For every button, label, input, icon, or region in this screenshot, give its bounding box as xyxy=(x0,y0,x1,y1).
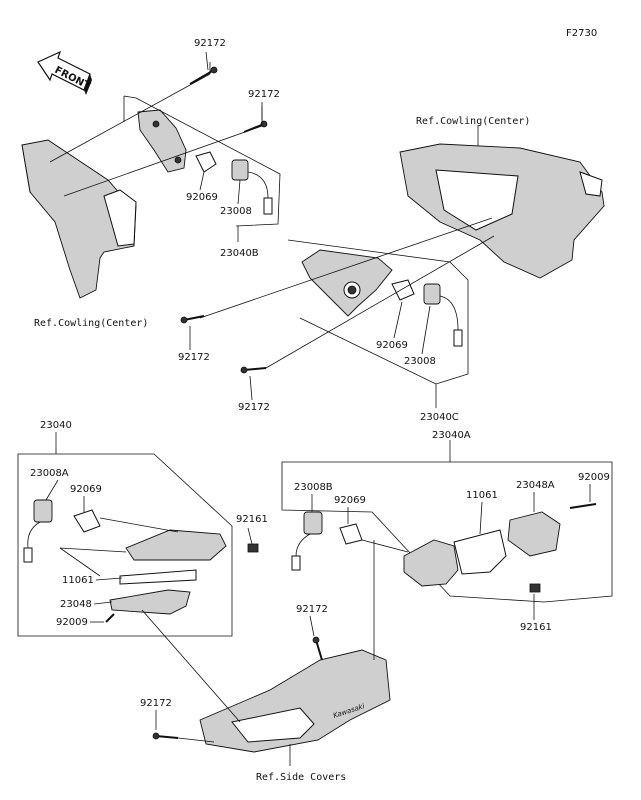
screw-icon xyxy=(569,503,597,509)
part-label: 92172 xyxy=(248,89,280,100)
lens-housing-left xyxy=(109,529,227,615)
part-label: 23040B xyxy=(220,248,259,259)
part-label: 92172 xyxy=(140,698,172,709)
part-label: 23008B xyxy=(294,482,333,493)
cowling-right xyxy=(399,126,605,279)
side-cover: Kawasaki xyxy=(199,649,391,753)
bulb-icon xyxy=(195,151,217,173)
bulb-icon xyxy=(391,279,415,301)
part-label: 23008A xyxy=(30,468,69,479)
front-arrow-icon: FRONT xyxy=(37,50,92,95)
ref-side-covers: Ref.Side Covers xyxy=(256,772,346,783)
part-label: 92069 xyxy=(376,340,408,351)
nut-icon xyxy=(247,543,259,553)
part-label: 92069 xyxy=(70,484,102,495)
socket-icon xyxy=(23,499,53,563)
bulb-icon xyxy=(339,523,363,545)
part-label: 23008 xyxy=(404,356,436,367)
screw-icon xyxy=(152,732,179,740)
part-label: 92172 xyxy=(296,604,328,615)
figure-code: F2730 xyxy=(566,28,597,39)
screw-icon xyxy=(312,636,323,661)
part-label: 92172 xyxy=(238,402,270,413)
part-label: 23048 xyxy=(60,599,92,610)
part-label: 92161 xyxy=(520,622,552,633)
cowling-left xyxy=(21,139,137,299)
part-label: 11061 xyxy=(62,575,94,586)
nut-icon xyxy=(529,583,541,593)
lens-housing-right xyxy=(403,511,561,587)
part-label: 92009 xyxy=(56,617,88,628)
part-label: 23040C xyxy=(420,412,459,423)
bracket-left-upper xyxy=(137,109,187,173)
screw-icon xyxy=(189,66,218,85)
part-label: 92172 xyxy=(178,352,210,363)
ref-cowling-center-left: Ref.Cowling(Center) xyxy=(34,318,148,329)
screw-icon xyxy=(243,120,268,133)
bracket-center xyxy=(301,249,393,317)
socket-icon xyxy=(291,511,323,571)
part-label: 23008 xyxy=(220,206,252,217)
part-label: 23048A xyxy=(516,480,555,491)
socket-icon xyxy=(423,283,463,347)
part-label: 92009 xyxy=(578,472,610,483)
part-label: 92069 xyxy=(334,495,366,506)
part-label: 92069 xyxy=(186,192,218,203)
ref-cowling-center-top: Ref.Cowling(Center) xyxy=(416,116,530,127)
screw-icon xyxy=(240,366,267,374)
part-label: 92172 xyxy=(194,38,226,49)
screw-icon xyxy=(105,613,115,623)
screw-icon xyxy=(180,315,205,324)
bulb-icon xyxy=(73,509,101,533)
socket-icon xyxy=(231,159,273,215)
part-label: 92161 xyxy=(236,514,268,525)
part-label: 23040 xyxy=(40,420,72,431)
part-label: 11061 xyxy=(466,490,498,501)
part-label: 23040A xyxy=(432,430,471,441)
